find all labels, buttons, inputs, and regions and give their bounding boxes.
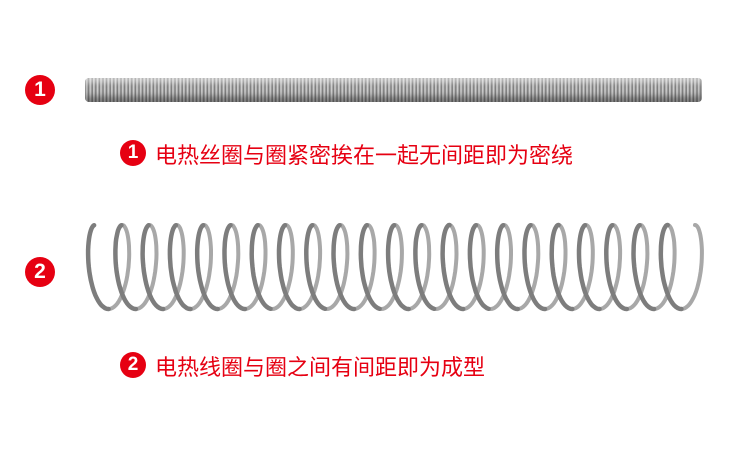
number-badge-2: 2: [25, 257, 55, 287]
caption-badge-2: 2: [120, 352, 146, 378]
caption-badge-1: 1: [120, 140, 146, 166]
caption-1: 电热丝圈与圈紧密挨在一起无间距即为密绕: [155, 144, 574, 169]
coil-back-strands: [108, 223, 704, 311]
number-badge-1: 1: [25, 75, 55, 105]
tightly-wound-coil-image: [85, 78, 702, 102]
caption-2: 电热线圈与圈之间有间距即为成型: [155, 356, 486, 381]
coil-front-strands: [85, 222, 684, 312]
